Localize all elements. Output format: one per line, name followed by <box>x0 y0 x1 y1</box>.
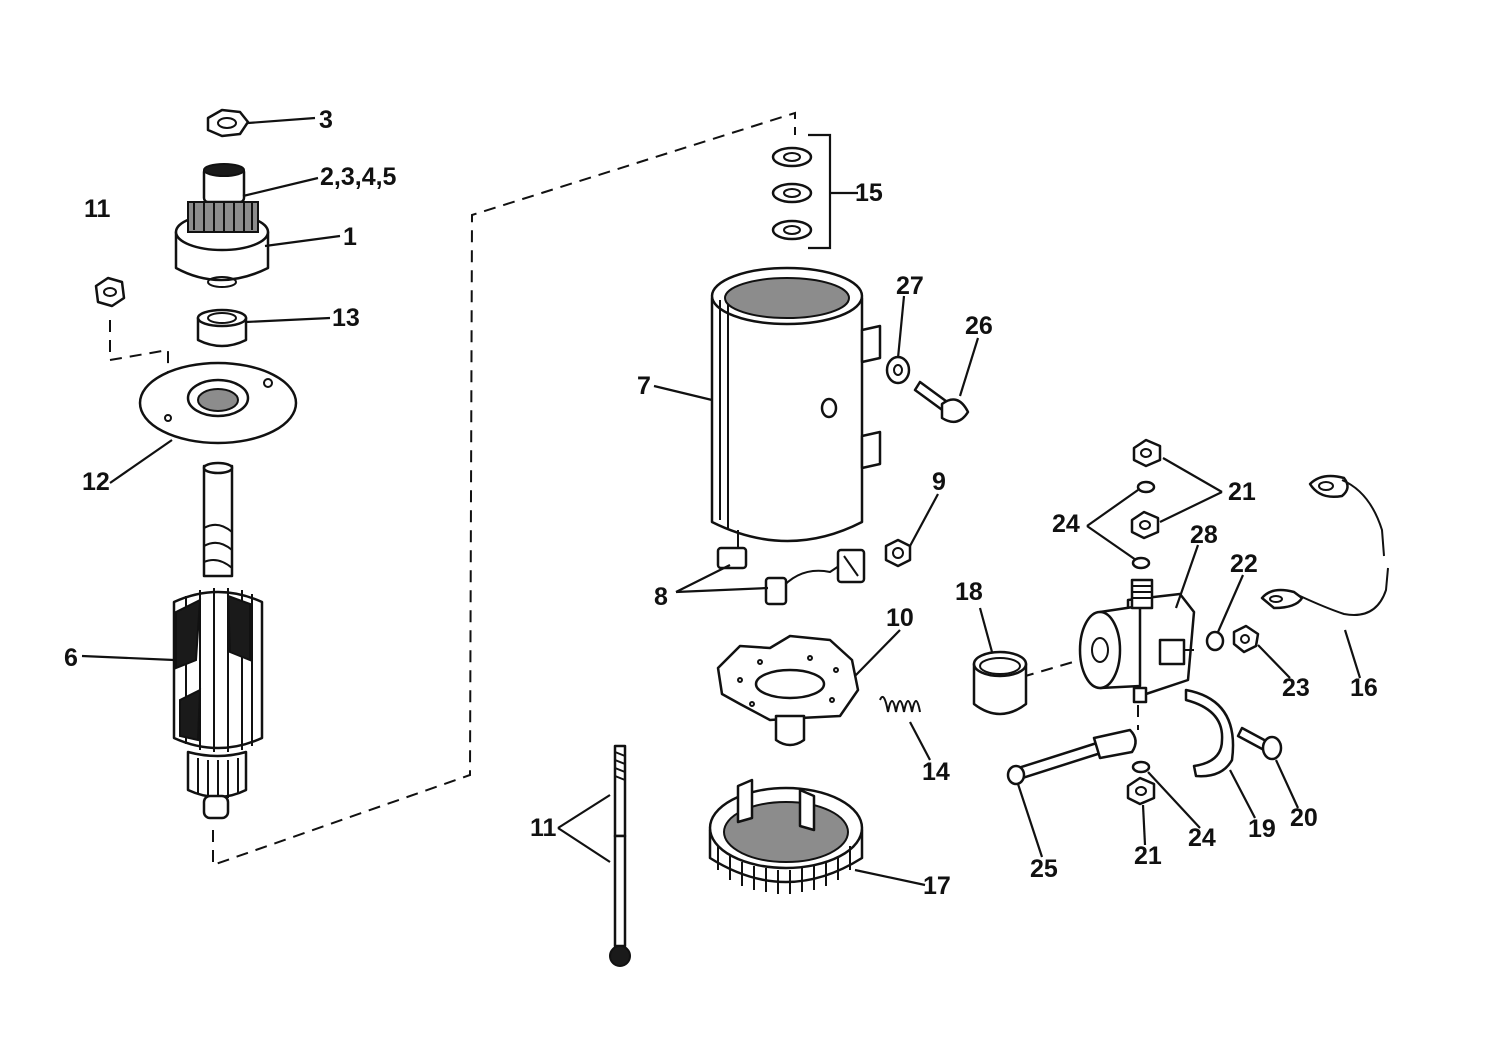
brush-plate-10 <box>716 634 860 747</box>
field-frame-7 <box>710 266 882 543</box>
nut-11 <box>94 276 126 308</box>
label-25: 25 <box>1030 855 1058 883</box>
through-bolts-11 <box>609 744 631 967</box>
label-11-nut: 11 <box>84 195 111 223</box>
label-22: 22 <box>1230 550 1258 578</box>
part-labels: 3 2,3,4,5 1 11 13 12 6 7 15 27 26 9 8 10… <box>64 106 1378 900</box>
label-14: 14 <box>922 758 950 786</box>
label-3: 3 <box>319 106 333 134</box>
drive-pinion-assembly-1 <box>174 163 270 288</box>
label-9: 9 <box>932 468 946 496</box>
label-1: 1 <box>343 223 357 251</box>
plunger-25 <box>1006 728 1137 786</box>
cable-16 <box>1260 474 1389 616</box>
end-cap-17 <box>708 778 864 894</box>
end-plate-12 <box>138 361 298 445</box>
dash-nut-to-plate <box>109 320 169 420</box>
washer-27 <box>885 355 911 385</box>
dash-band-to-solenoid <box>1021 659 1081 678</box>
label-12: 12 <box>82 468 110 496</box>
label-13: 13 <box>332 304 360 332</box>
spring-14 <box>879 696 921 713</box>
label-21-top: 21 <box>1228 478 1256 506</box>
armature-6 <box>172 461 264 820</box>
band-18 <box>972 650 1028 716</box>
label-6: 6 <box>64 644 78 672</box>
leader-lines <box>81 116 1362 887</box>
lockwasher-24-mid <box>1131 556 1151 570</box>
dash-armature-to-washers <box>212 111 796 867</box>
label-27: 27 <box>896 272 924 300</box>
label-7: 7 <box>637 372 651 400</box>
lockwasher-24-top <box>1136 480 1156 494</box>
lockwasher-22 <box>1205 630 1225 652</box>
bracket-19 <box>1184 688 1235 778</box>
lockwasher-24-bottom <box>1131 760 1151 774</box>
label-23: 23 <box>1282 674 1310 702</box>
nut-3 <box>206 108 250 138</box>
label-24-top: 24 <box>1052 510 1080 538</box>
label-26: 26 <box>965 312 993 340</box>
label-28: 28 <box>1190 521 1218 549</box>
bushing-13 <box>196 308 248 348</box>
screw-20 <box>1236 726 1283 761</box>
brushes-8 <box>716 530 866 606</box>
label-20: 20 <box>1290 804 1318 832</box>
label-17: 17 <box>923 872 951 900</box>
label-16: 16 <box>1350 674 1378 702</box>
label-11-bolts: 11 <box>530 814 557 842</box>
label-21-bottom: 21 <box>1134 842 1162 870</box>
label-19: 19 <box>1248 815 1276 843</box>
nut-21-top <box>1132 438 1162 468</box>
label-18: 18 <box>955 578 983 606</box>
label-24-bottom: 24 <box>1188 824 1216 852</box>
bolt-26 <box>913 380 970 424</box>
solenoid-28 <box>1078 578 1196 704</box>
washers-15 <box>771 146 813 241</box>
nut-23 <box>1232 624 1260 654</box>
label-10: 10 <box>886 604 914 632</box>
dashed-assembly-lines <box>109 111 1139 867</box>
nut-21-bottom <box>1126 776 1156 806</box>
label-8: 8 <box>654 583 668 611</box>
nut-21-mid <box>1130 510 1160 540</box>
label-15: 15 <box>855 179 883 207</box>
nut-9 <box>884 538 912 568</box>
label-2-3-4-5: 2,3,4,5 <box>320 163 397 191</box>
